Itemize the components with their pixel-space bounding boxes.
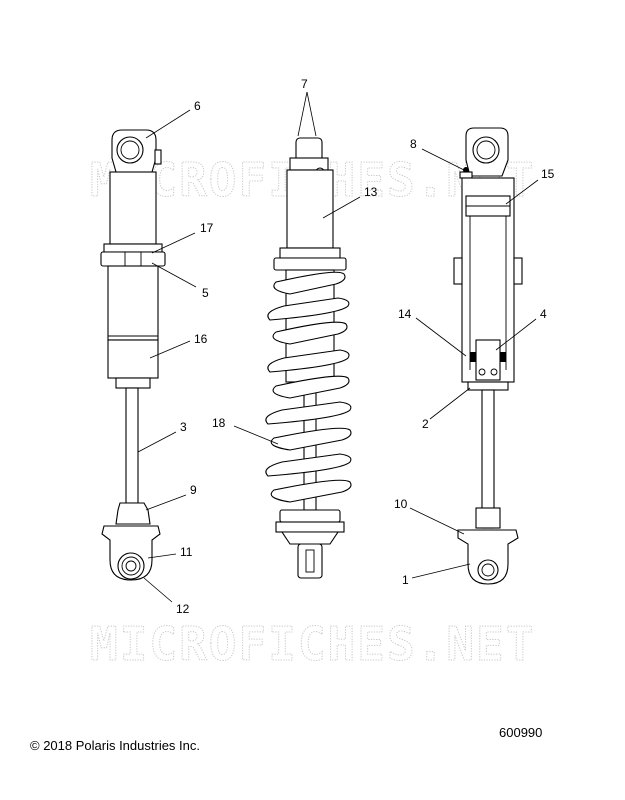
callout-12: 12 xyxy=(176,602,190,616)
copyright-notice: © 2018 Polaris Industries Inc. xyxy=(30,738,200,753)
callout-18: 18 xyxy=(212,416,226,430)
coil-spring xyxy=(265,271,352,503)
spring-collar xyxy=(100,251,166,267)
middle-shock xyxy=(265,137,352,579)
callout-4: 4 xyxy=(540,307,547,321)
callout-8: 8 xyxy=(410,137,417,151)
callout-labels: 6 17 5 16 3 9 11 12 7 13 18 8 15 14 4 2 … xyxy=(176,77,555,616)
callout-1: 1 xyxy=(402,573,409,587)
callout-5: 5 xyxy=(202,286,209,300)
callout-10: 10 xyxy=(394,497,408,511)
shock-shaft xyxy=(125,387,139,504)
diagram-part-number: 600990 xyxy=(499,725,543,740)
callout-2: 2 xyxy=(422,417,429,431)
callout-7: 7 xyxy=(301,77,308,91)
callout-15: 15 xyxy=(541,167,555,181)
shock-body xyxy=(286,169,334,249)
callout-17: 17 xyxy=(200,221,214,235)
right-shock xyxy=(453,127,523,585)
bumper xyxy=(107,339,159,379)
leader-lines xyxy=(137,91,539,603)
bottom-cap xyxy=(115,502,151,525)
callout-13: 13 xyxy=(364,185,378,199)
shock-body-lower xyxy=(107,265,159,341)
left-shock xyxy=(100,129,166,581)
watermark-bottom: MICROFICHES.NET xyxy=(90,617,535,671)
bottom-mount xyxy=(297,543,323,579)
shock-body-upper xyxy=(109,171,157,245)
callout-9: 9 xyxy=(190,483,197,497)
callout-6: 6 xyxy=(194,99,201,113)
callout-3: 3 xyxy=(180,420,187,434)
callout-16: 16 xyxy=(194,332,208,346)
callout-14: 14 xyxy=(398,307,412,321)
callout-11: 11 xyxy=(180,545,193,559)
